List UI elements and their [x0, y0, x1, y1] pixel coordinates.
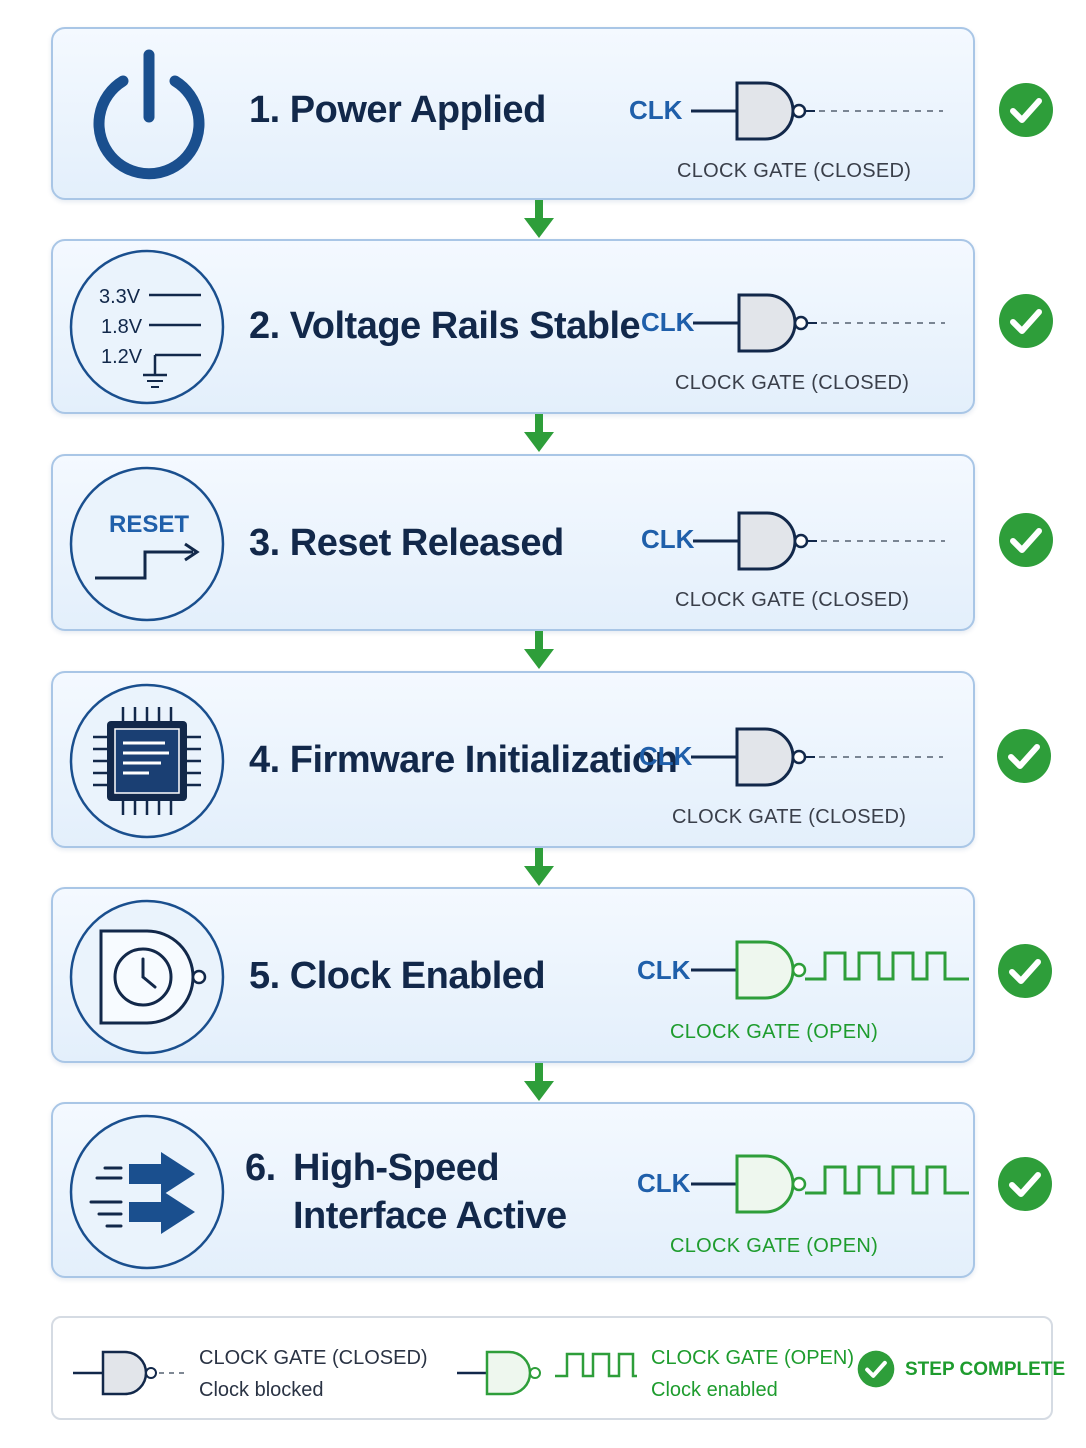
clock-gate-closed-symbol — [693, 506, 953, 576]
clock-gate-closed-symbol — [693, 288, 953, 358]
clock-gate-icon — [69, 899, 225, 1055]
rail-label-1v8: 1.8V — [101, 316, 143, 338]
reset-icon: RESET — [69, 466, 225, 622]
legend: CLOCK GATE (CLOSED) Clock blocked CLOCK … — [51, 1316, 1065, 1420]
step-card-firmware-init: 4. Firmware Initialization CLK CLOCK GAT… — [51, 671, 975, 848]
arrow-down-icon — [522, 1063, 556, 1103]
legend-open-gate-icon — [457, 1350, 637, 1396]
gate-status-label: CLOCK GATE (CLOSED) — [675, 589, 910, 611]
step-card-power-applied: 1. Power Applied CLK CLOCK GATE (CLOSED) — [51, 27, 975, 200]
clk-label: CLK — [629, 95, 683, 125]
clock-gate-closed-symbol — [691, 722, 951, 792]
gate-status-label: CLOCK GATE (OPEN) — [670, 1235, 879, 1257]
check-icon — [997, 943, 1053, 999]
step-card-clock-enabled: 5. Clock Enabled CLK CLOCK GATE (OPEN) — [51, 887, 975, 1063]
step-title: 2. Voltage Rails Stable — [249, 305, 641, 347]
check-icon — [998, 293, 1054, 349]
legend-open-title: CLOCK GATE (OPEN) — [651, 1347, 854, 1369]
voltage-rails-icon: 3.3V 1.8V 1.2V — [69, 249, 225, 405]
arrow-down-icon — [522, 848, 556, 888]
clock-gate-open-symbol — [691, 1149, 971, 1219]
clk-label: CLK — [641, 524, 695, 554]
step-card-voltage-rails: 3.3V 1.8V 1.2V 2. Voltage Rails Stable C… — [51, 239, 975, 414]
chip-icon — [69, 683, 225, 839]
step-card-reset-released: RESET 3. Reset Released CLK CLOCK GATE (… — [51, 454, 975, 631]
clk-label: CLK — [641, 307, 695, 337]
gate-status-label: CLOCK GATE (CLOSED) — [677, 160, 912, 182]
step-title: 5. Clock Enabled — [249, 955, 546, 997]
gate-status-label: CLOCK GATE (CLOSED) — [672, 806, 907, 828]
gate-status-label: CLOCK GATE (OPEN) — [670, 1021, 879, 1043]
step-title: 1. Power Applied — [249, 89, 546, 131]
clock-gate-open-symbol — [691, 935, 971, 1005]
clk-label: CLK — [637, 1168, 691, 1198]
rail-label-1v2: 1.2V — [101, 346, 143, 368]
arrow-down-icon — [522, 631, 556, 671]
legend-open-desc: Clock enabled — [651, 1379, 778, 1401]
legend-closed-gate-icon — [73, 1350, 189, 1396]
check-icon — [998, 512, 1054, 568]
arrow-down-icon — [522, 414, 556, 454]
check-icon — [998, 82, 1054, 138]
clk-label: CLK — [639, 741, 693, 771]
legend-check-icon — [857, 1350, 895, 1388]
step-title: 3. Reset Released — [249, 522, 564, 564]
check-icon — [996, 728, 1052, 784]
power-icon — [93, 49, 205, 180]
rail-label-3v3: 3.3V — [99, 286, 141, 308]
step-title: 4. Firmware Initialization — [249, 739, 678, 781]
clk-label: CLK — [637, 955, 691, 985]
gate-status-label: CLOCK GATE (CLOSED) — [675, 372, 910, 394]
legend-complete-label: STEP COMPLETE — [905, 1359, 1066, 1380]
legend-closed-title: CLOCK GATE (CLOSED) — [199, 1347, 428, 1369]
step-title: 6. High-Speed Interface Active — [245, 1147, 567, 1237]
clock-gate-closed-symbol — [691, 76, 951, 146]
arrow-down-icon — [522, 200, 556, 240]
check-icon — [997, 1156, 1053, 1212]
step-card-high-speed-interface: 6. High-Speed Interface Active CLK CLOCK… — [51, 1102, 975, 1278]
data-transfer-icon — [69, 1114, 225, 1270]
legend-closed-desc: Clock blocked — [199, 1379, 324, 1401]
reset-text: RESET — [109, 511, 189, 538]
